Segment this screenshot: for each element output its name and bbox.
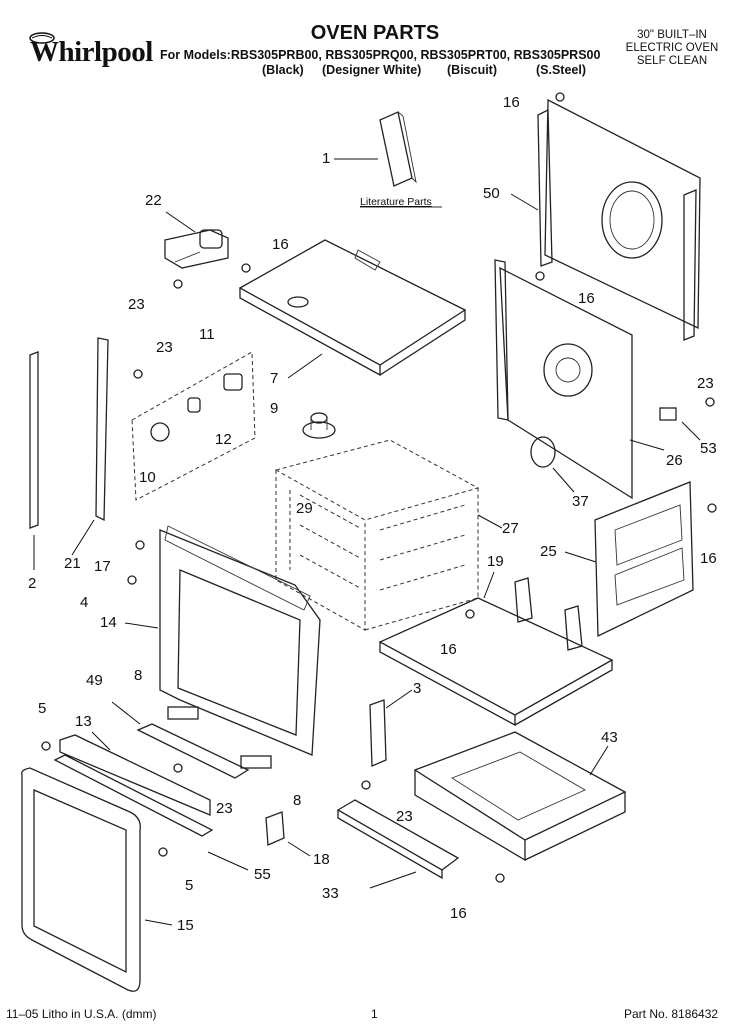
callout-26: 26 (666, 452, 683, 469)
callout-4: 4 (80, 594, 89, 611)
part-bottom-panel (378, 571, 614, 727)
part-thermostat (164, 211, 229, 269)
callout-16a: 16 (503, 94, 520, 111)
callout-15: 15 (177, 917, 194, 934)
color-designer-white: (Designer White) (322, 63, 422, 77)
callout-27: 27 (502, 520, 519, 537)
callout-23b: 23 (156, 339, 173, 356)
part-side-trim (29, 337, 109, 570)
callout-1: 1 (322, 150, 331, 167)
screws (41, 263, 717, 883)
callout-18: 18 (313, 851, 330, 868)
product-line-2: ELECTRIC OVEN (625, 42, 719, 54)
part-front-frame (124, 525, 321, 756)
callout-16c: 16 (578, 290, 595, 307)
callout-14: 14 (100, 614, 117, 631)
part-clip (659, 407, 701, 441)
callout-29: 29 (296, 500, 313, 517)
callout-13: 13 (75, 713, 92, 730)
product-line-3: SELF CLEAN (636, 55, 708, 67)
page-title: OVEN PARTS (310, 22, 440, 44)
callout-17: 17 (94, 558, 111, 575)
callout-9: 9 (270, 400, 279, 417)
part-literature (334, 111, 442, 208)
callout-23e: 23 (396, 808, 413, 825)
color-steel: (S.Steel) (536, 63, 587, 77)
callout-2: 2 (28, 575, 37, 592)
callout-3: 3 (413, 680, 422, 697)
callout-43: 43 (601, 729, 618, 746)
callout-22: 22 (145, 192, 162, 209)
callout-50: 50 (483, 185, 500, 202)
brand-logo: Whirlpool (30, 36, 153, 68)
color-biscuit: (Biscuit) (447, 63, 497, 77)
callout-49: 49 (86, 672, 103, 689)
callout-23d: 23 (216, 800, 233, 817)
callout-16e: 16 (440, 641, 457, 658)
footer-part-number: Part No. 8186432 (624, 1007, 719, 1021)
product-type: 30" BUILT–IN ELECTRIC OVEN SELF CLEAN (612, 29, 732, 68)
callout-11: 11 (199, 326, 215, 343)
callout-37: 37 (572, 493, 589, 510)
callout-5a: 5 (38, 700, 47, 717)
literature-parts-label: Literature Parts (360, 196, 432, 208)
part-oven-cavity (274, 439, 503, 631)
part-hinge-clip (265, 811, 311, 857)
callout-25: 25 (540, 543, 557, 560)
part-rear-cover (564, 481, 694, 638)
callout-16b: 16 (272, 236, 289, 253)
models-line: For Models:RBS305PRB00, RBS305PRQ00, RBS… (160, 48, 601, 62)
callout-10: 10 (139, 469, 156, 486)
footer-page-number: 1 (371, 1007, 378, 1021)
footer-litho: 11–05 Litho in U.S.A. (dmm) (6, 1007, 157, 1021)
callout-5b: 5 (185, 877, 194, 894)
callout-16d: 16 (700, 550, 717, 567)
part-gasket (530, 436, 575, 493)
part-bracket (369, 689, 413, 767)
part-broil-frame (413, 731, 627, 862)
part-lower-trim (53, 701, 272, 871)
part-door-gasket (21, 767, 173, 992)
part-kick-plate (336, 799, 460, 889)
callout-23c: 23 (697, 375, 714, 392)
callout-16f: 16 (450, 905, 467, 922)
part-switches (131, 351, 256, 501)
part-rear-panel (510, 92, 701, 341)
part-top-panel (238, 239, 467, 379)
color-black: (Black) (262, 63, 304, 77)
callout-55: 55 (254, 866, 271, 883)
part-vent (302, 412, 336, 439)
part-side-panel (494, 259, 665, 500)
callout-23a: 23 (128, 296, 145, 313)
callout-53: 53 (700, 440, 717, 457)
callout-33: 33 (322, 885, 339, 902)
callout-12: 12 (215, 431, 232, 448)
callout-19: 19 (487, 553, 504, 570)
callout-7: 7 (270, 370, 279, 387)
callout-8b: 8 (293, 792, 302, 809)
callout-21: 21 (64, 555, 81, 572)
product-line-1: 30" BUILT–IN (637, 29, 707, 41)
callout-8a: 8 (134, 667, 143, 684)
